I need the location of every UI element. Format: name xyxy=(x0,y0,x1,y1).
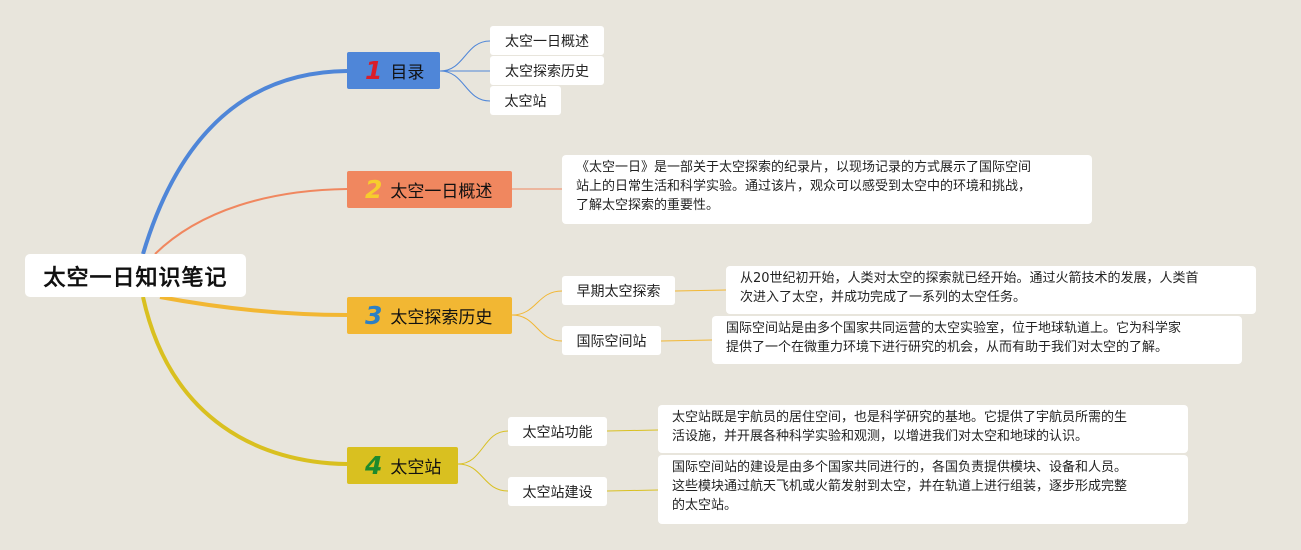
connector-root-b2 xyxy=(154,188,348,255)
leaf-node-station-function[interactable]: 太空站功能 xyxy=(508,417,607,446)
connector-root-b4 xyxy=(141,296,348,466)
connector-b3-c2 xyxy=(511,314,563,342)
note-early-exploration[interactable]: 从20世纪初开始，人类对太空的探索就已经开始。通过火箭技术的发展，人类首 次进入… xyxy=(726,266,1256,314)
note-station-function[interactable]: 太空站既是宇航员的居住空间，也是科学研究的基地。它提供了宇航员所需的生 活设施，… xyxy=(658,405,1188,453)
branch-number: 3 xyxy=(365,301,383,330)
connector-b1-c1 xyxy=(439,40,491,72)
leaf-node-iss[interactable]: 国际空间站 xyxy=(562,326,661,355)
branch-label: 太空一日概述 xyxy=(390,182,493,202)
branch-number: 1 xyxy=(365,56,383,85)
branch-label: 太空站 xyxy=(390,458,442,478)
branch-node-4[interactable]: 4 太空站 xyxy=(347,447,458,484)
note-station-construction[interactable]: 国际空间站的建设是由多个国家共同进行的，各国负责提供模块、设备和人员。 这些模块… xyxy=(658,455,1188,524)
branch-number: 2 xyxy=(365,175,383,204)
leaf-node-early-exploration[interactable]: 早期太空探索 xyxy=(562,276,675,305)
branch-node-3[interactable]: 3 太空探索历史 xyxy=(347,297,512,334)
branch-number: 4 xyxy=(365,451,383,480)
connector-b4-c2-text xyxy=(606,489,659,492)
branch-label: 太空探索历史 xyxy=(390,308,493,328)
connector-b4-c1-text xyxy=(606,429,659,432)
root-node[interactable]: 太空一日知识笔记 xyxy=(25,254,246,297)
connector-b3-c2-text xyxy=(660,339,713,342)
connector-b4-c2 xyxy=(457,463,509,492)
leaf-node-toc-3[interactable]: 太空站 xyxy=(490,86,561,115)
connector-b3-c1-text xyxy=(674,289,727,292)
leaf-node-toc-2[interactable]: 太空探索历史 xyxy=(490,56,604,85)
note-overview[interactable]: 《太空一日》是一部关于太空探索的纪录片，以现场记录的方式展示了国际空间 站上的日… xyxy=(562,155,1092,224)
branch-label: 目录 xyxy=(390,63,425,83)
connector-b4-c1 xyxy=(457,430,509,465)
connector-b1-c3 xyxy=(439,70,491,102)
connector-b3-c1 xyxy=(511,290,563,316)
branch-node-2[interactable]: 2 太空一日概述 xyxy=(347,171,512,208)
connector-root-b1 xyxy=(141,69,348,255)
leaf-node-station-construction[interactable]: 太空站建设 xyxy=(508,477,607,506)
connector-root-b3 xyxy=(159,295,348,317)
note-iss[interactable]: 国际空间站是由多个国家共同运营的太空实验室，位于地球轨道上。它为科学家 提供了一… xyxy=(712,316,1242,364)
leaf-node-toc-1[interactable]: 太空一日概述 xyxy=(490,26,604,55)
branch-node-1[interactable]: 1 目录 xyxy=(347,52,440,89)
